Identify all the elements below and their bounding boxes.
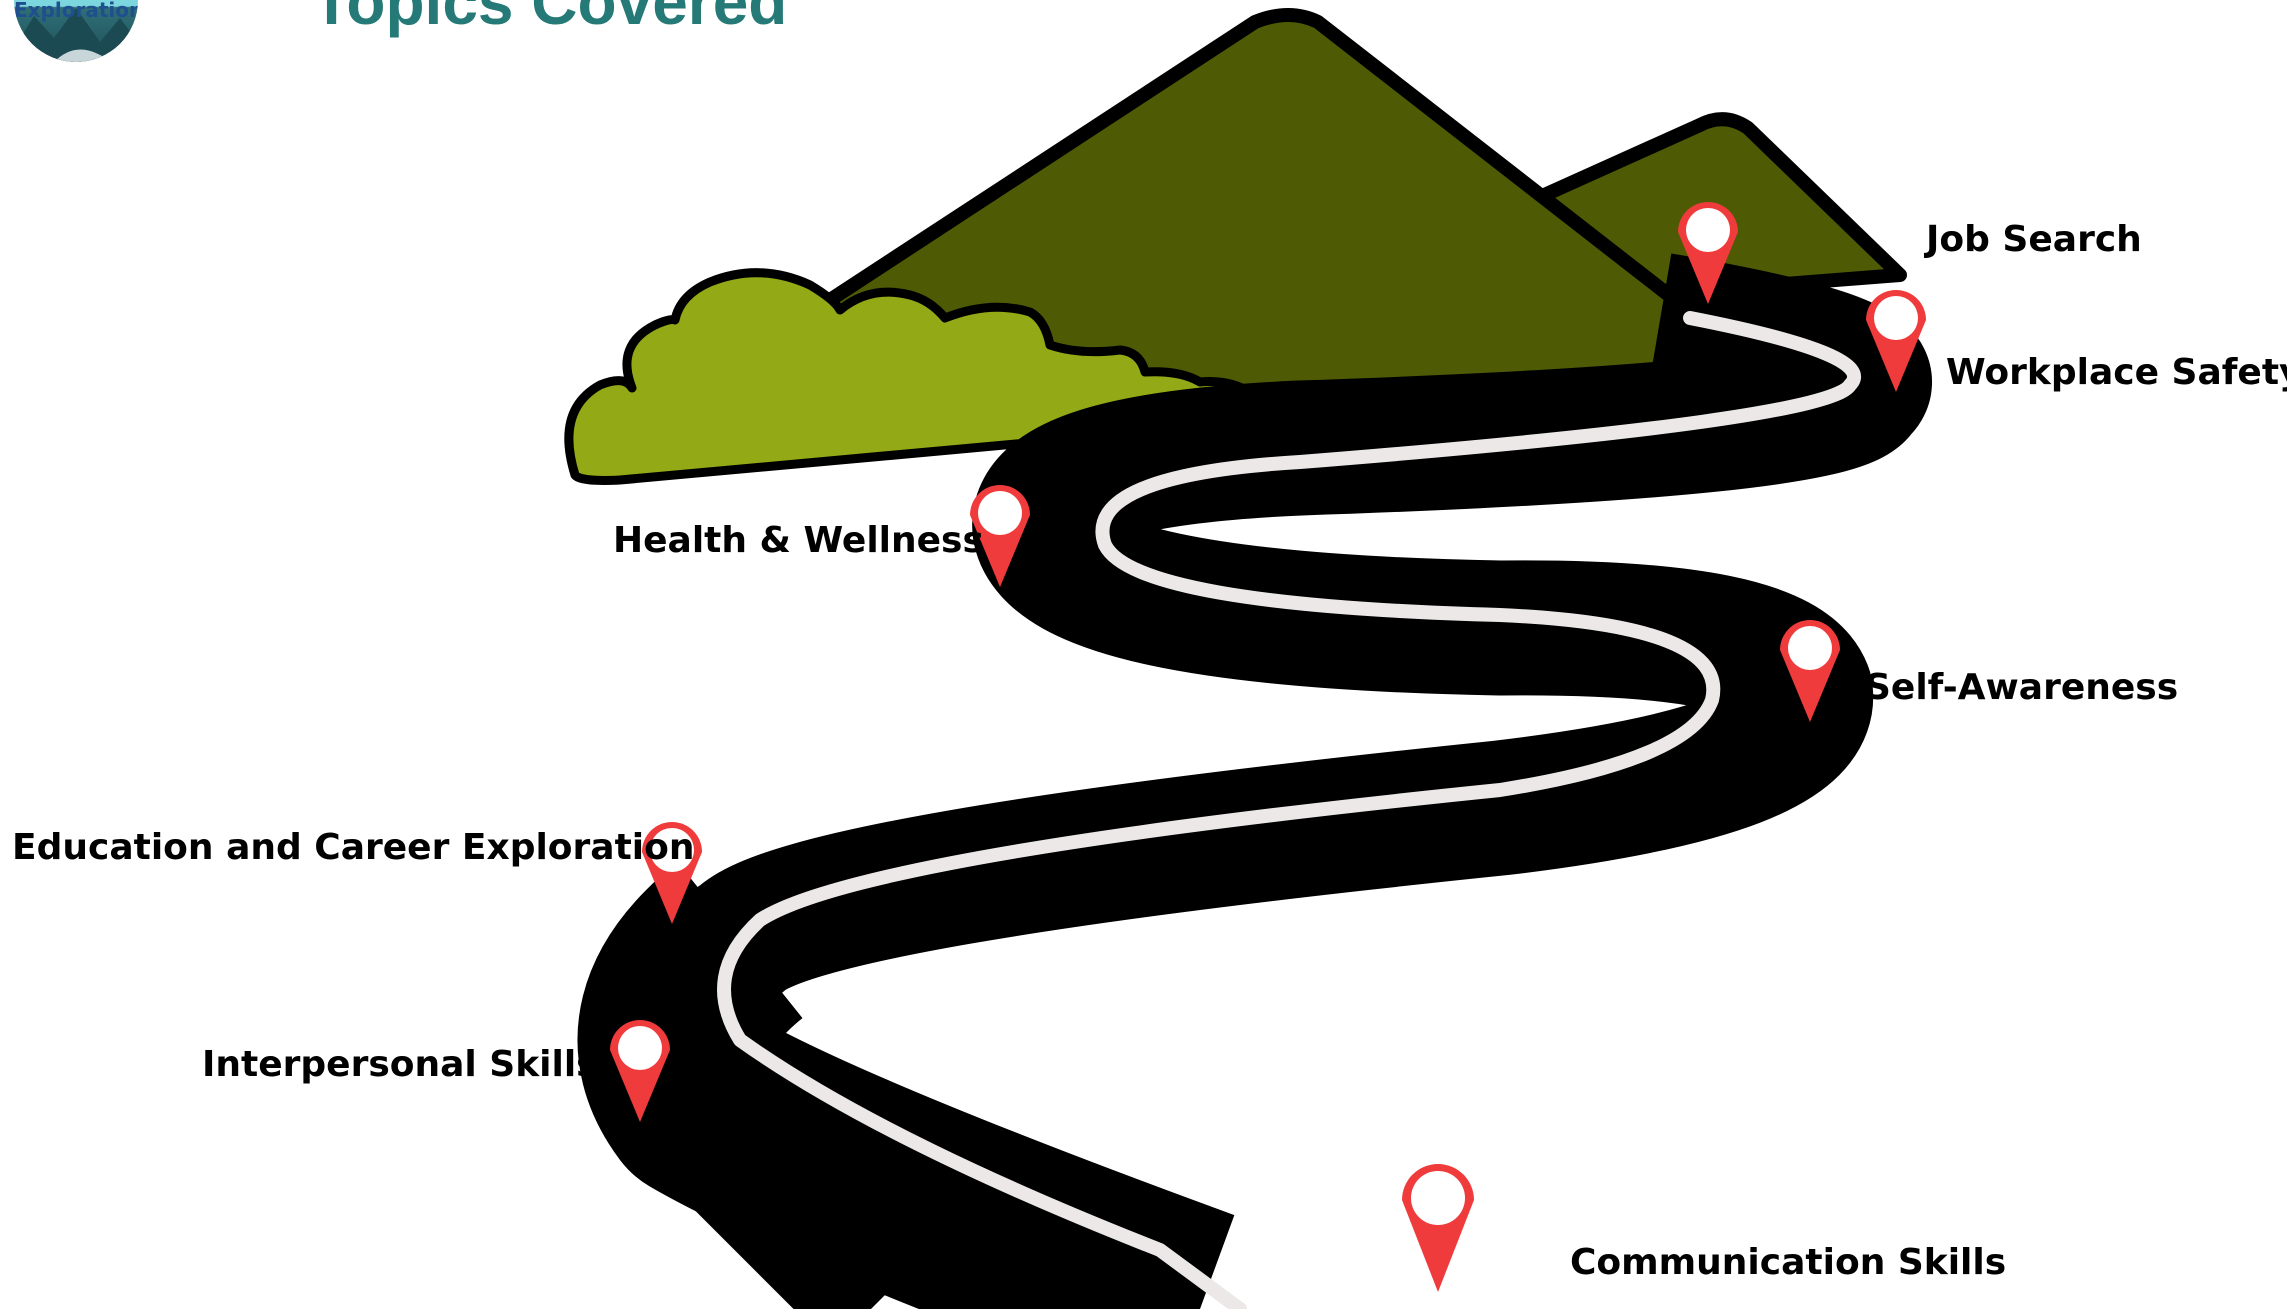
topic-workplace-safety: Workplace Safety — [1946, 352, 2287, 393]
topic-interpersonal: Interpersonal Skills — [202, 1044, 598, 1085]
pin-communication — [1402, 1164, 1474, 1292]
pin-health-wellness — [970, 485, 1030, 587]
pin-education-career — [642, 822, 702, 924]
pin-interpersonal — [610, 1020, 670, 1122]
topic-communication: Communication Skills — [1570, 1242, 2007, 1283]
road-lower — [577, 861, 1235, 1309]
page-title: Topics Covered — [312, 0, 788, 38]
logo-landscape-icon — [14, 8, 138, 62]
topic-self-awareness: Self-Awareness — [1865, 667, 2179, 708]
pin-self-awareness — [1780, 620, 1840, 722]
topic-education-career: Education and Career Exploration — [12, 827, 695, 868]
road-centerline — [717, 311, 1861, 1309]
logo-text: Exploration — [14, 0, 138, 22]
topic-job-search: Job Search — [1926, 219, 2142, 260]
logo: Exploration — [14, 0, 138, 62]
pin-workplace-safety — [1866, 290, 1926, 392]
pin-job-search — [1678, 202, 1738, 304]
topic-health-wellness: Health & Wellness — [613, 520, 984, 561]
